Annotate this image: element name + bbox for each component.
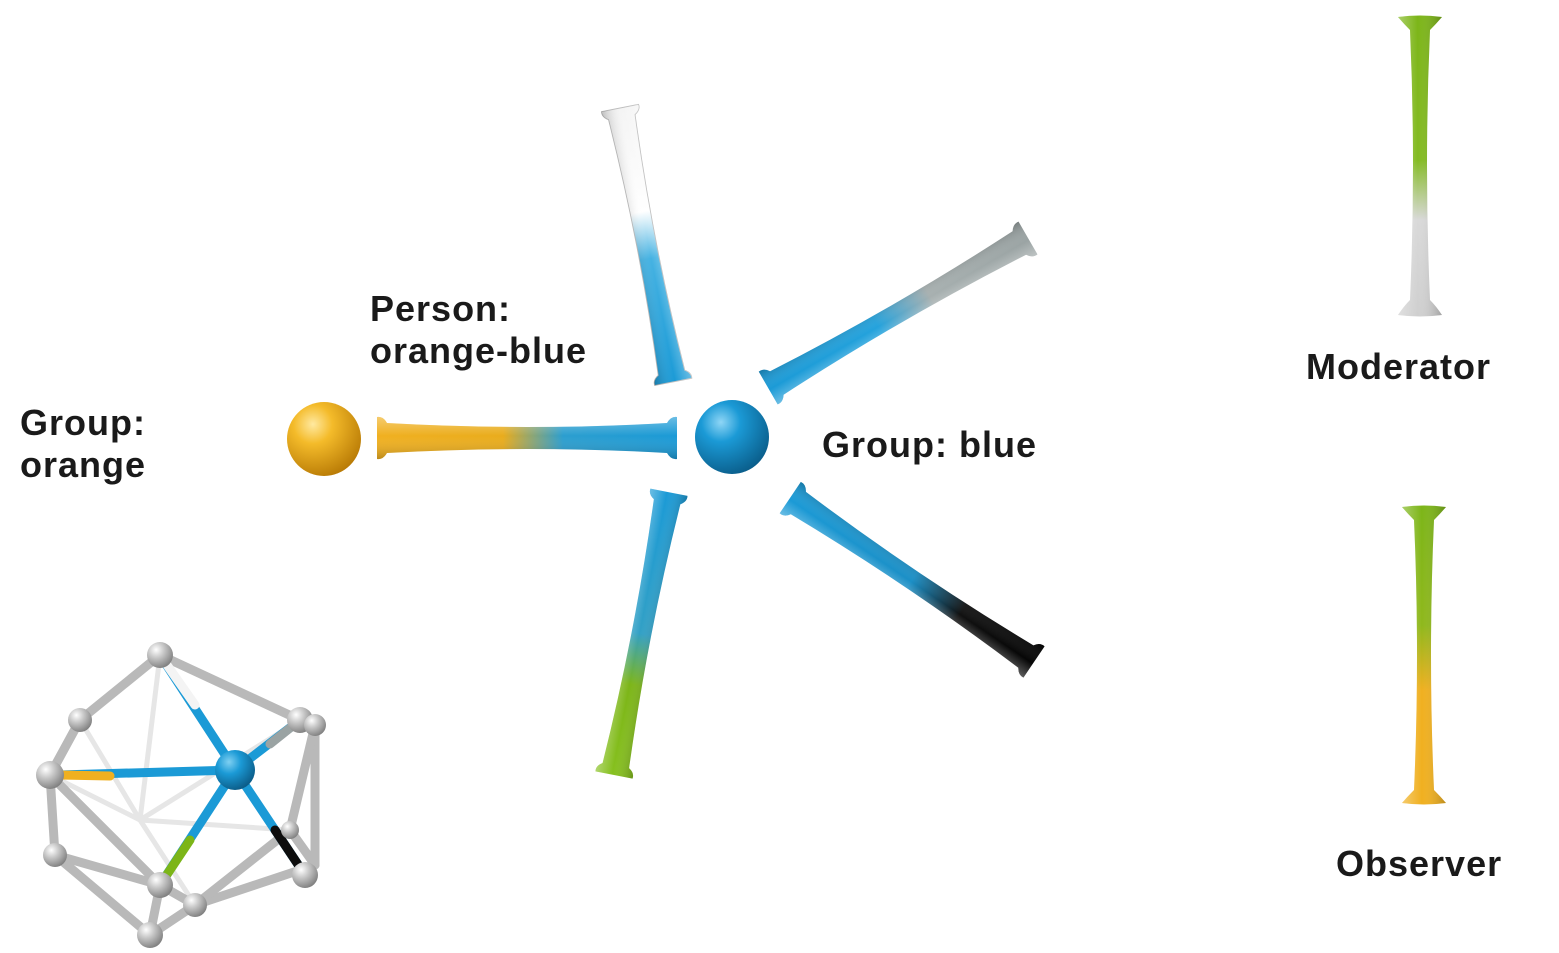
link-white-blue (601, 104, 692, 385)
link-black-blue (780, 482, 1045, 678)
link-orange-blue (377, 417, 677, 459)
link-green-blue (595, 489, 687, 779)
icosahedron-network-icon (36, 642, 326, 948)
link-gray-blue (759, 222, 1038, 405)
orange-group-node (287, 402, 361, 476)
observer-link-shade (1402, 506, 1446, 805)
moderator-link-shade (1398, 16, 1442, 317)
blue-group-node (695, 400, 769, 474)
